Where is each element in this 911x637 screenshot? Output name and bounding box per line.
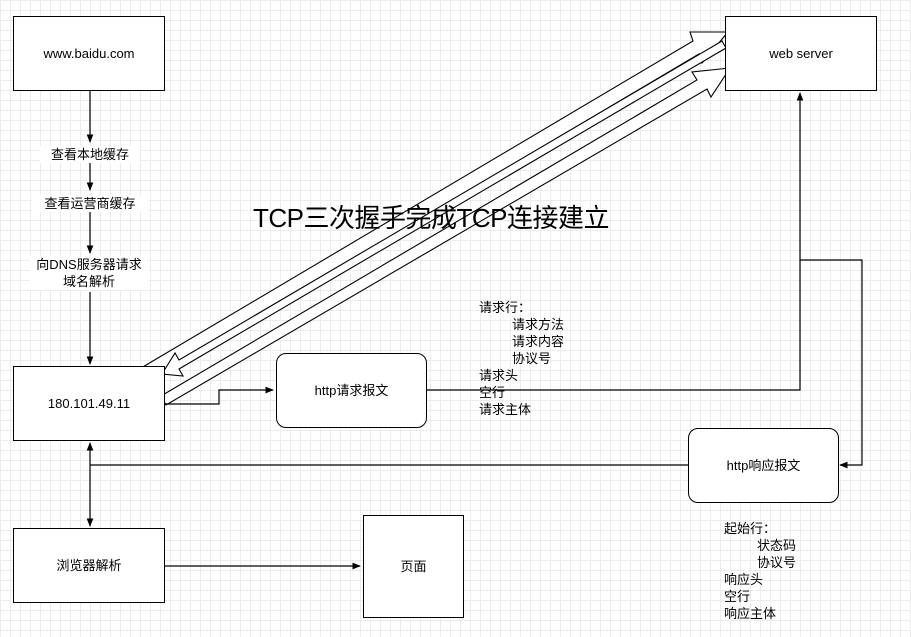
request-body-label: 请求主体 [479, 402, 532, 417]
step-dns-request: 向DNS服务器请求域名解析 [30, 256, 148, 290]
edge-http-request-to-web-server [426, 92, 804, 391]
response-status-label: 状态码 [757, 538, 797, 553]
response-notes: 起始行： 状态码 协议号 响应头 空行 响应主体 [724, 520, 796, 622]
browser-parse-node: 浏览器解析 [13, 528, 165, 603]
page-node: 页面 [363, 515, 464, 618]
web-server-node: web server [725, 16, 877, 91]
response-body-label: 响应主体 [724, 606, 777, 621]
http-response-node: http响应报文 [688, 428, 839, 503]
ip-address-node: 180.101.49.11 [13, 366, 165, 441]
request-method-label: 请求方法 [512, 317, 565, 332]
handshake-arrow-2 [161, 40, 727, 377]
step-local-cache: 查看本地缓存 [40, 146, 140, 163]
handshake-arrow-3 [160, 67, 732, 406]
request-content-label: 请求内容 [512, 334, 565, 349]
http-request-node: http请求报文 [276, 353, 427, 428]
request-protocol-label: 协议号 [512, 351, 552, 366]
handshake-title: TCP三次握手完成TCP连接建立 [253, 203, 610, 233]
edge-web-server-to-http-response [800, 259, 863, 469]
request-blank-label: 空行 [479, 385, 506, 400]
request-notes: 请求行： 请求方法 请求内容 协议号 请求头 空行 请求主体 [479, 299, 564, 418]
request-line-label: 请求行： [479, 300, 532, 315]
step-isp-cache: 查看运营商缓存 [32, 195, 148, 212]
response-protocol-label: 协议号 [757, 555, 797, 570]
response-blank-label: 空行 [724, 589, 751, 604]
response-header-label: 响应头 [724, 572, 764, 587]
response-start-line-label: 起始行： [724, 521, 777, 536]
baidu-node: www.baidu.com [13, 16, 165, 91]
edge-ip-to-http-request [164, 386, 274, 405]
request-header-label: 请求头 [479, 368, 519, 383]
